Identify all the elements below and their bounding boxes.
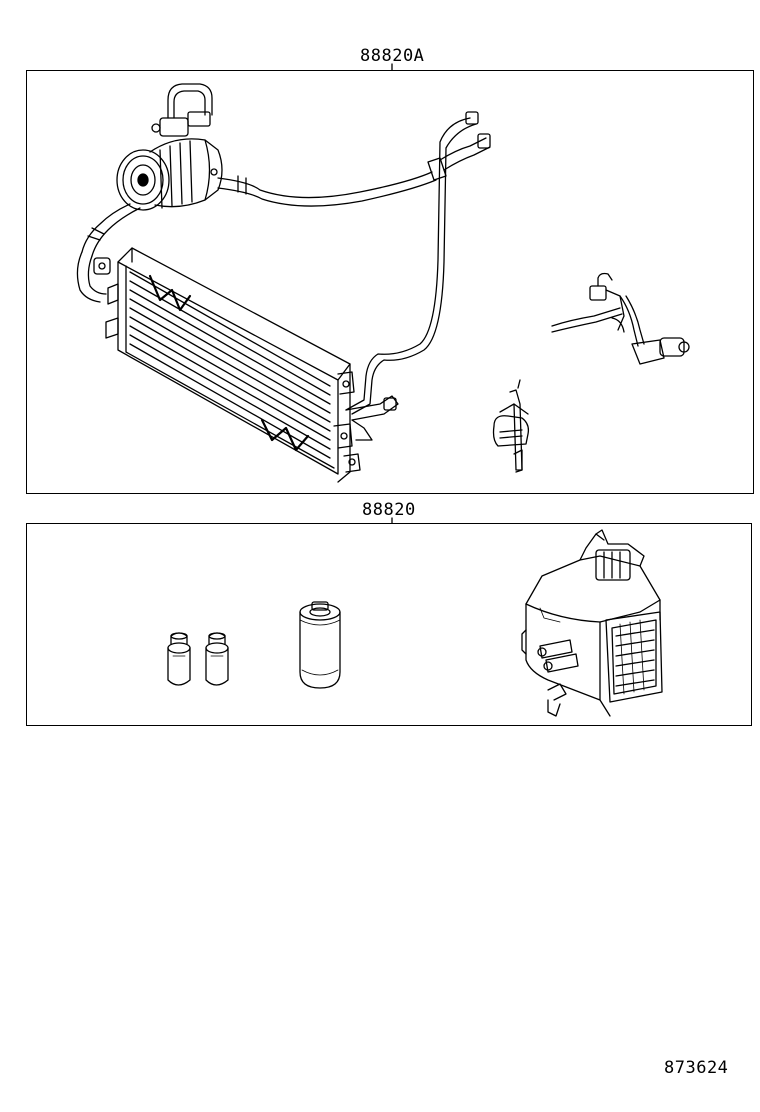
expansion-valve-icon [552, 274, 689, 365]
evaporator-unit-icon [522, 530, 662, 716]
diagram-id-label: 873624 [664, 1058, 729, 1078]
liquid-pipe-icon [346, 112, 478, 414]
receiver-dryer-icon [300, 602, 340, 688]
part-number-88820-label: 88820 [362, 500, 416, 520]
plug-cap-icon [206, 633, 228, 685]
plug-cap-icon [168, 633, 190, 685]
pressure-switch-fitting-icon [346, 396, 398, 440]
pipe-bracket-icon [494, 380, 529, 472]
discharge-hose-icon [218, 134, 490, 206]
ac-compressor-icon [117, 84, 222, 210]
condenser-icon [106, 248, 360, 482]
suction-hose-icon [77, 204, 140, 302]
part-number-88820A-label: 88820A [360, 46, 425, 66]
